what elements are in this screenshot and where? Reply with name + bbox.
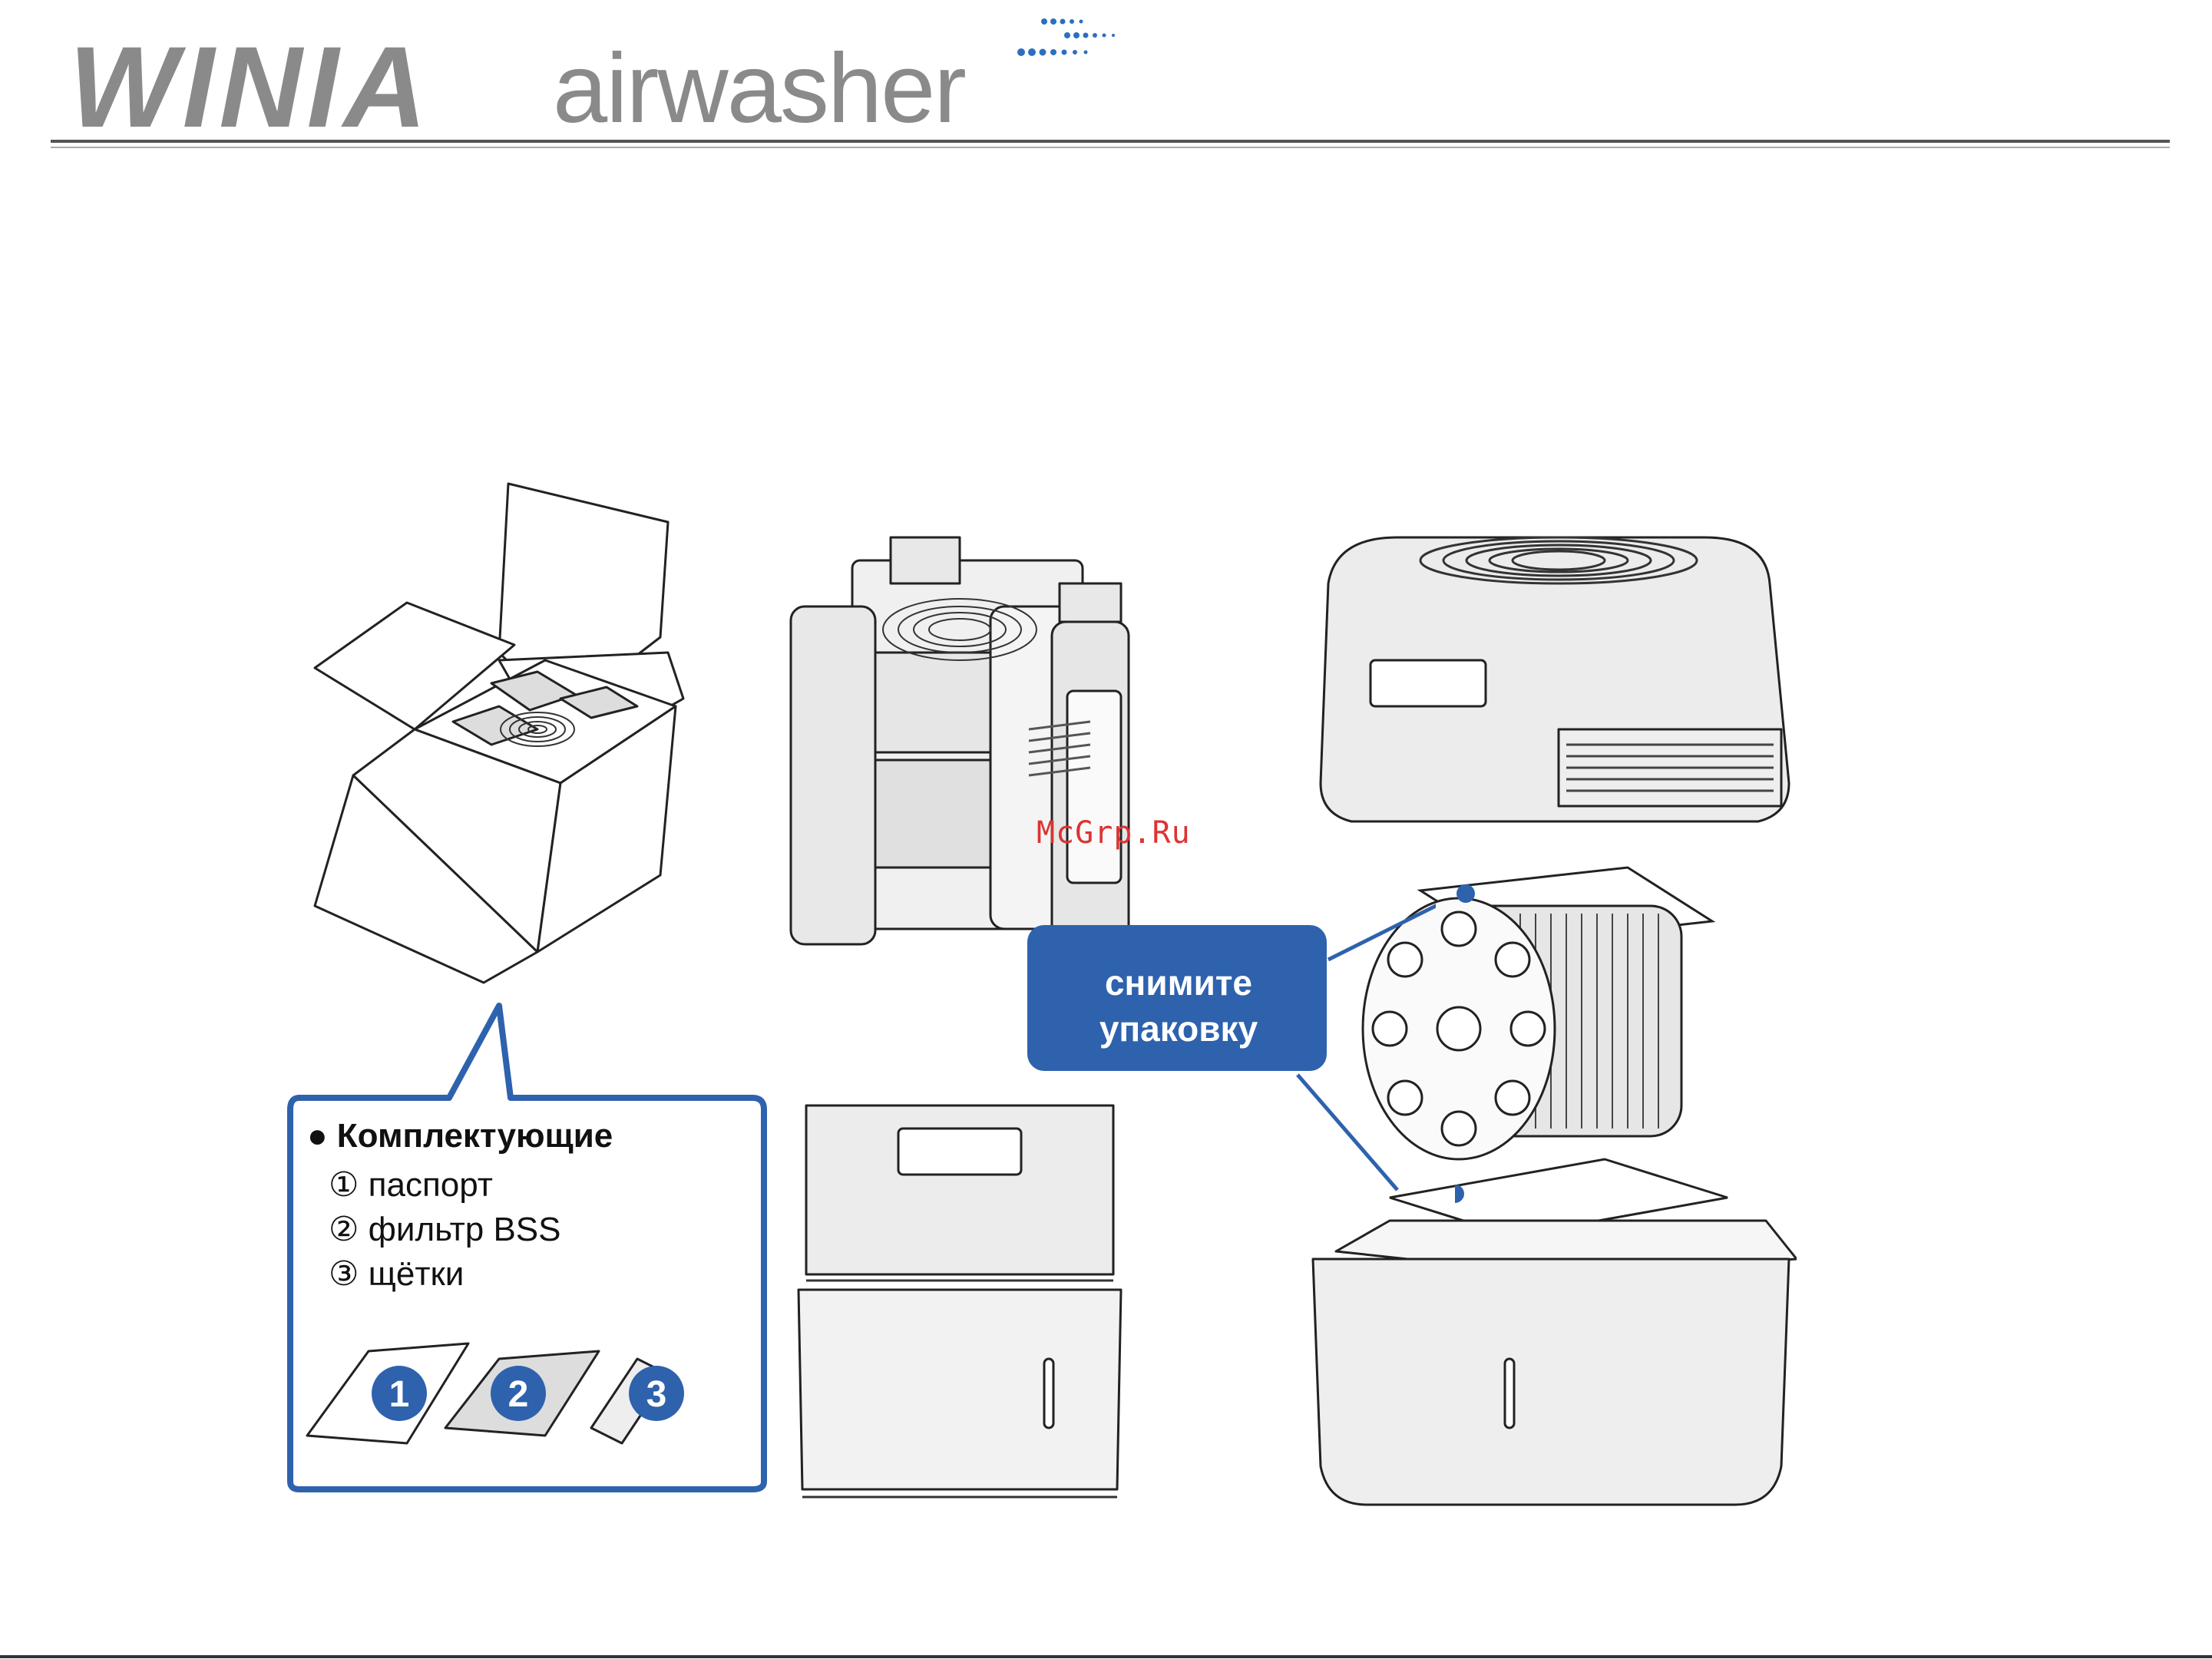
badge-2: 2 <box>508 1374 529 1415</box>
accessory-item-brushes: ③ щётки <box>329 1254 464 1294</box>
footer-divider <box>0 1655 2212 1658</box>
badge-3: 3 <box>646 1374 667 1415</box>
callout-line-1: снимите <box>1033 960 1324 1006</box>
logo-dots-icon <box>1013 14 1136 68</box>
callout-label: снимите упаковку <box>1033 960 1324 1052</box>
callout-line-2: упаковку <box>1033 1006 1324 1052</box>
callout-dots <box>1455 883 1501 1205</box>
accessories-illustration: 1 2 3 <box>299 1336 714 1474</box>
accessories-title: ● Комплектующие <box>307 1117 613 1155</box>
header-divider <box>51 140 2170 143</box>
assembled-unit-illustration <box>791 1090 1129 1505</box>
open-box-illustration <box>307 476 706 998</box>
accessory-item-manual: ① паспорт <box>329 1165 493 1205</box>
unit-top-illustration <box>1305 530 1797 852</box>
water-tank-illustration <box>1305 1213 1797 1535</box>
product-name: airwasher <box>553 40 965 138</box>
brand-logo: WINIA <box>69 29 431 144</box>
header-divider-thin <box>51 147 2170 148</box>
accessory-item-filter: ② фильтр BSS <box>329 1210 561 1249</box>
badge-1: 1 <box>389 1374 410 1415</box>
